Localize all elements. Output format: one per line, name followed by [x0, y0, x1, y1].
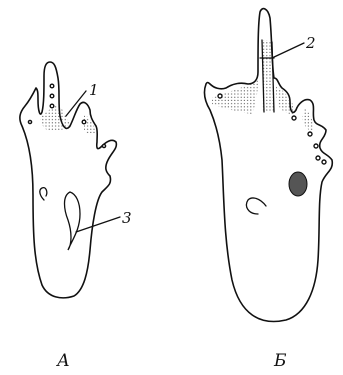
joint-dot	[218, 94, 222, 98]
leader-line-2	[272, 43, 304, 58]
joint-dot	[50, 94, 54, 98]
joint-dot	[28, 120, 31, 123]
joint-dot	[316, 156, 320, 160]
joint-dot	[82, 120, 86, 124]
joint-dot	[50, 84, 54, 88]
specimen-a-drawing	[20, 62, 120, 298]
joint-dot	[50, 104, 54, 108]
callout-3: 3	[122, 209, 132, 227]
callout-1: 1	[89, 81, 99, 99]
caption-a: А	[56, 351, 70, 371]
caption-b: Б	[273, 351, 287, 371]
specimen-a-outline	[20, 62, 117, 298]
joint-dot	[314, 144, 318, 148]
specimen-b-drawing	[204, 9, 332, 322]
joint-dot	[322, 160, 326, 164]
joint-dot	[102, 144, 105, 147]
joint-dot	[308, 132, 312, 136]
oval-foramen-b	[289, 172, 307, 196]
joint-dot	[292, 116, 296, 120]
callout-2: 2	[305, 34, 316, 52]
